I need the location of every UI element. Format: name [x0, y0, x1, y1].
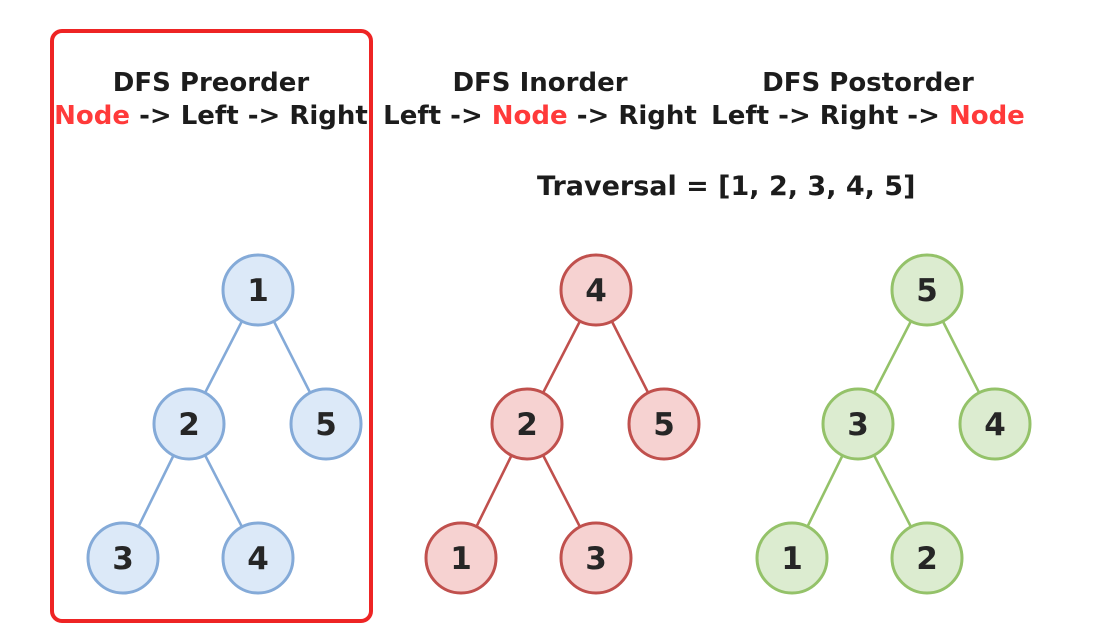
- formula-before: Left ->: [383, 101, 492, 131]
- tree-inorder-node-5-label: 5: [653, 407, 675, 443]
- tree-postorder-node-1-circle: [755, 521, 829, 595]
- tree-inorder-node-1-circle: [424, 521, 498, 595]
- panel-formula-postorder: Left -> Right -> Node: [706, 100, 1030, 133]
- tree-postorder-node-5-label: 5: [916, 273, 938, 309]
- tree-inorder-node-4-label: 4: [585, 273, 607, 309]
- formula-after: -> Right: [567, 101, 697, 131]
- preorder-highlight-box: [50, 29, 373, 623]
- formula-after: -> Left -> Right: [130, 101, 368, 131]
- tree-inorder-node-2-circle: [490, 387, 564, 461]
- panel-header-inorder: DFS Inorder Left -> Node -> Right: [378, 66, 702, 133]
- tree-postorder-node-2-label: 2: [916, 541, 938, 577]
- tree-postorder-node-3-label: 3: [847, 407, 869, 443]
- tree-preorder-node-3-label: 3: [112, 541, 134, 577]
- tree-preorder-node-4-label: 4: [247, 541, 269, 577]
- tree-preorder-node-4-circle: [221, 521, 295, 595]
- tree-postorder-node-3-circle: [821, 387, 895, 461]
- tree-inorder-node-2-label: 2: [516, 407, 538, 443]
- panel-header-preorder: DFS Preorder Node -> Left -> Right: [44, 66, 378, 133]
- tree-preorder-node-3-circle: [86, 521, 160, 595]
- tree-postorder: 5 3 4 1 2: [755, 253, 1032, 595]
- panel-title-preorder: DFS Preorder: [112, 68, 310, 98]
- tree-inorder-node-5-circle: [627, 387, 701, 461]
- tree-preorder-node-1-label: 1: [247, 273, 269, 309]
- formula-before: Left -> Right ->: [711, 101, 949, 131]
- panel-header-postorder: DFS Postorder Left -> Right -> Node: [706, 66, 1030, 133]
- tree-preorder-node-5-circle: [289, 387, 363, 461]
- formula-node-word: Node: [54, 101, 131, 131]
- tree-inorder-node-3-circle: [559, 521, 633, 595]
- tree-preorder-node-5-label: 5: [315, 407, 337, 443]
- tree-preorder-node-2-label: 2: [178, 407, 200, 443]
- tree-inorder-node-4-circle: [559, 253, 633, 327]
- tree-preorder: 1 2 5 3 4: [86, 253, 363, 595]
- tree-inorder: 4 2 5 1 3: [424, 253, 701, 595]
- tree-inorder-node-3-label: 3: [585, 541, 607, 577]
- tree-inorder-node-1-label: 1: [450, 541, 472, 577]
- traversal-result-label: Traversal = [1, 2, 3, 4, 5]: [537, 171, 916, 202]
- panel-formula-preorder: Node -> Left -> Right: [44, 100, 378, 133]
- tree-postorder-node-5-circle: [890, 253, 964, 327]
- panel-title-inorder: DFS Inorder: [452, 68, 628, 98]
- tree-preorder-node-1-circle: [221, 253, 295, 327]
- tree-postorder-node-4-label: 4: [984, 407, 1006, 443]
- panel-formula-inorder: Left -> Node -> Right: [378, 100, 702, 133]
- formula-node-word: Node: [491, 101, 568, 131]
- tree-postorder-node-2-circle: [890, 521, 964, 595]
- tree-preorder-node-2-circle: [152, 387, 226, 461]
- tree-postorder-node-4-circle: [958, 387, 1032, 461]
- formula-node-word: Node: [948, 101, 1025, 131]
- panel-title-postorder: DFS Postorder: [762, 68, 974, 98]
- tree-postorder-node-1-label: 1: [781, 541, 803, 577]
